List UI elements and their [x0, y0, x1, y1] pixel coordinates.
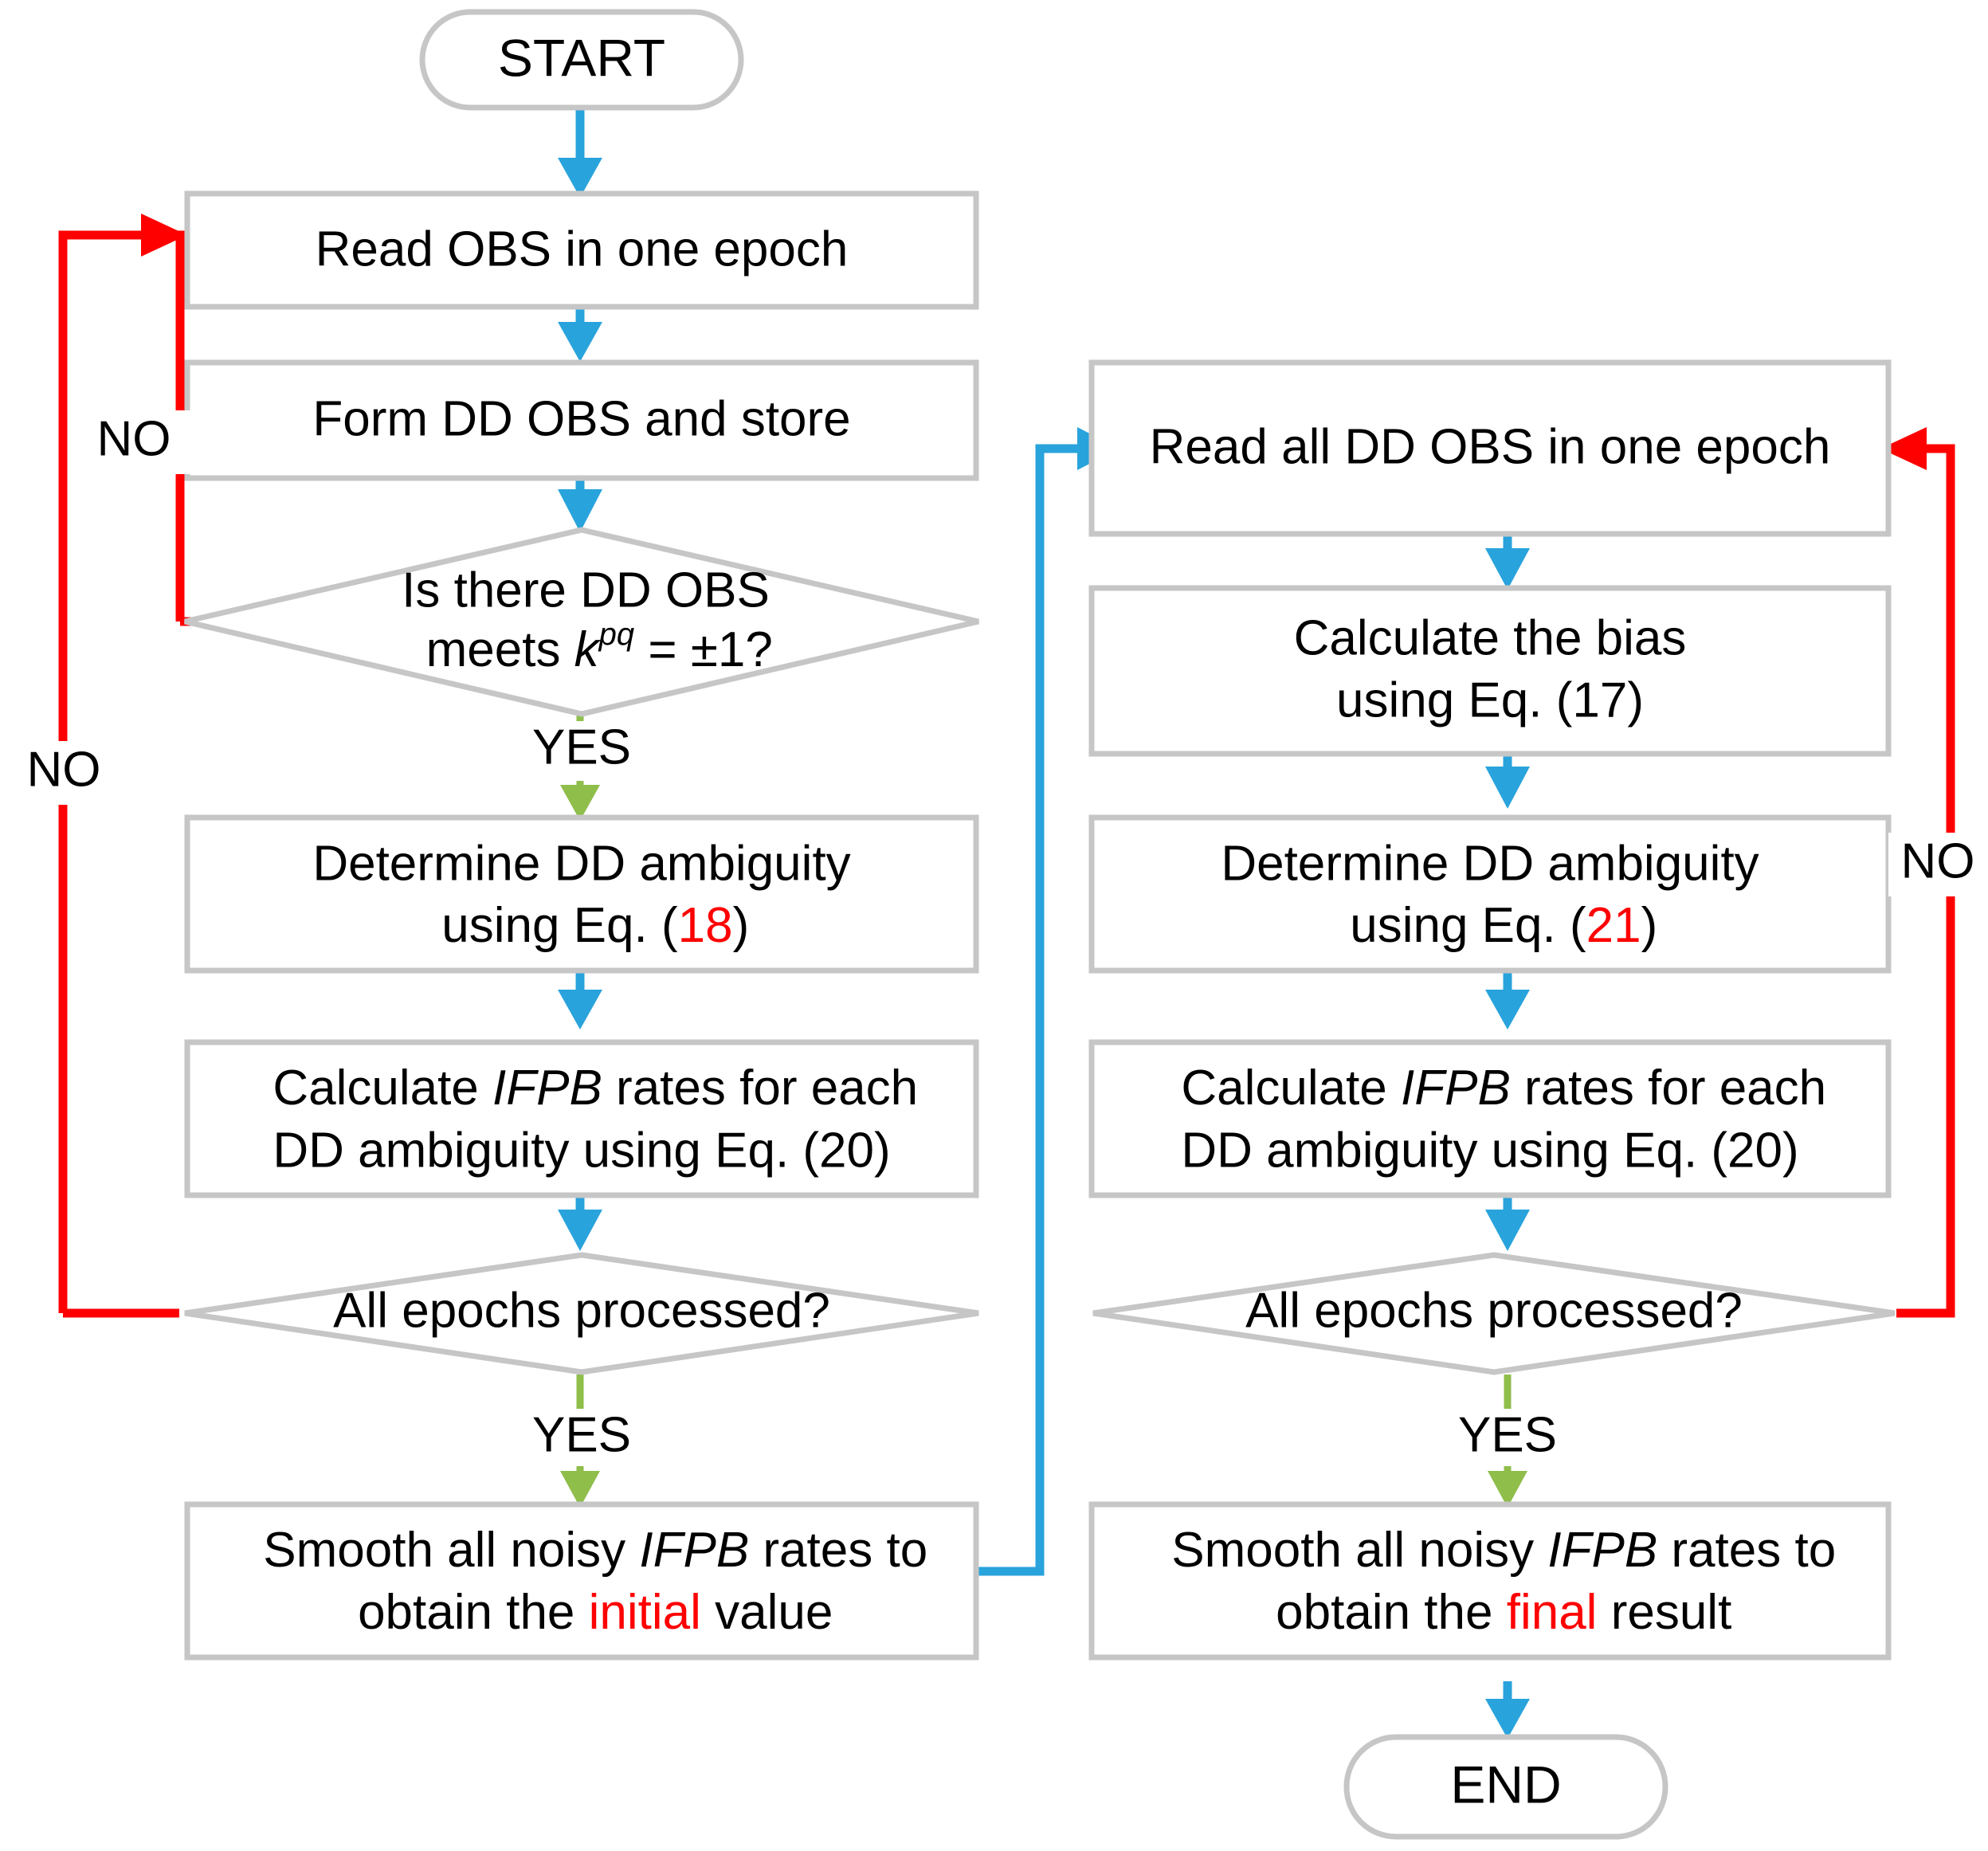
edge-det21-to-calc-right [1485, 969, 1530, 1029]
label-no-3: NO [1901, 833, 1975, 888]
calc-left-ifpb: IFPB [492, 1061, 602, 1116]
calc-left-pre: Calculate [273, 1061, 492, 1116]
edge-label-no-check-dd: NO [78, 410, 206, 474]
det18-pre: using Eq. ( [441, 898, 678, 953]
edge-label-no-all-epochs-left: NO [8, 741, 139, 805]
edge-calc-right-to-allepochs-right [1485, 1195, 1530, 1251]
edge-read-all-dd-to-calc-bias [1485, 535, 1530, 590]
node-smooth-initial-line1: Smooth all noisy IFPB rates to [167, 1523, 997, 1578]
smooth-final-l2pre: obtain the [1276, 1585, 1507, 1640]
label-yes-2: YES [532, 1407, 631, 1462]
edge-label-yes-check-dd: YES [532, 720, 631, 775]
edge-label-yes-all-epochs-right: YES [1458, 1407, 1557, 1462]
label-yes-1: YES [532, 720, 631, 775]
edge-allepochs-left-no-loop [58, 230, 179, 1318]
node-calc-ifpb-right[interactable]: Calculate IFPB rates for each DD ambigui… [1085, 1039, 1896, 1198]
node-end-label: END [1450, 1755, 1561, 1814]
node-all-epochs-right-label: All epochs processed? [1245, 1283, 1743, 1338]
node-determine-amb-18[interactable]: Determine DD ambiguity using Eq. (18) [184, 814, 979, 974]
node-read-all-dd[interactable]: Read all DD OBS in one epoch [1088, 359, 1892, 537]
smooth-initial-l2pre: obtain the [358, 1585, 589, 1640]
check-dd-sup: pq [598, 617, 635, 652]
node-calc-bias[interactable]: Calculate the bias using Eq. (17) [1088, 585, 1892, 757]
node-calc-right-line2: DD ambiguity using Eq. (20) [1181, 1123, 1798, 1178]
edge-label-no-all-epochs-right: NO [1888, 833, 1988, 896]
node-start-label: START [498, 28, 665, 87]
node-read-all-dd-label: Read all DD OBS in one epoch [1150, 419, 1831, 474]
node-smooth-final[interactable]: Smooth all noisy IFPB rates to obtain th… [1076, 1501, 1905, 1661]
det18-post: ) [733, 898, 750, 953]
node-det21-line2: using Eq. (21) [1254, 898, 1727, 953]
node-all-epochs-left[interactable]: All epochs processed? [184, 1252, 979, 1375]
node-smooth-initial[interactable]: Smooth all noisy IFPB rates to obtain th… [167, 1501, 997, 1661]
node-all-epochs-right[interactable]: All epochs processed? [1092, 1252, 1896, 1375]
calc-right-post: rates for each [1511, 1061, 1826, 1116]
smooth-final-highlight: final [1507, 1585, 1598, 1640]
node-calc-right-line1: Calculate IFPB rates for each [1085, 1061, 1896, 1116]
label-no-2: NO [27, 742, 101, 797]
node-smooth-final-line1: Smooth all noisy IFPB rates to [1076, 1523, 1905, 1578]
edge-allepochs-left-yes [560, 1375, 600, 1508]
smooth-initial-l2post: value [701, 1585, 833, 1640]
smooth-final-post: rates to [1657, 1523, 1836, 1578]
node-calc-bias-line1: Calculate the bias [1294, 610, 1687, 665]
smooth-final-pre: Smooth all noisy [1171, 1523, 1547, 1578]
calc-right-ifpb: IFPB [1401, 1061, 1511, 1116]
node-calc-left-line1: Calculate IFPB rates for each [177, 1061, 987, 1116]
node-calc-left-line2: DD ambiguity using Eq. (20) [273, 1123, 890, 1178]
node-calc-ifpb-left[interactable]: Calculate IFPB rates for each DD ambigui… [177, 1039, 987, 1198]
calc-left-post: rates for each [602, 1061, 918, 1116]
edge-allepochs-right-yes [1488, 1375, 1527, 1508]
edge-calc-left-to-allepochs-left [558, 1195, 602, 1251]
node-determine-amb-21[interactable]: Determine DD ambiguity using Eq. (21) [1088, 814, 1892, 974]
node-check-dd-line1: Is there DD OBS [402, 563, 770, 618]
edge-read-obs-to-form-dd [558, 305, 602, 362]
det21-pre: using Eq. ( [1350, 898, 1586, 953]
calc-right-pre: Calculate [1181, 1061, 1401, 1116]
smooth-initial-ifpb: IFPB [639, 1523, 749, 1578]
label-no-1: NO [97, 411, 171, 466]
node-check-dd-line2: meets kpq = ±1? [330, 617, 841, 678]
node-calc-bias-line2: using Eq. (17) [1336, 673, 1644, 727]
check-dd-var: k [574, 622, 602, 677]
edge-label-yes-all-epochs-left: YES [532, 1407, 631, 1462]
smooth-final-l2post: result [1597, 1585, 1731, 1640]
label-yes-3: YES [1458, 1407, 1557, 1462]
edge-det18-to-calc-left [558, 969, 602, 1029]
check-dd-line2-post: = ±1? [634, 622, 773, 677]
node-end[interactable]: END [1343, 1734, 1668, 1840]
smooth-initial-pre: Smooth all noisy [263, 1523, 639, 1578]
edge-calc-bias-to-det21 [1485, 753, 1530, 809]
node-det18-line1: Determine DD ambiguity [312, 836, 850, 891]
node-check-dd[interactable]: Is there DD OBS meets kpq = ±1? [184, 527, 979, 717]
smooth-initial-highlight: initial [589, 1585, 701, 1640]
check-dd-line2-pre: meets [426, 622, 574, 677]
red-arrowhead-into-read-obs [141, 214, 187, 257]
node-smooth-final-line2: obtain the final result [1180, 1585, 1801, 1640]
smooth-final-ifpb: IFPB [1547, 1523, 1657, 1578]
node-form-dd[interactable]: Form DD OBS and store [184, 359, 979, 481]
det21-post: ) [1641, 898, 1658, 953]
node-form-dd-label: Form DD OBS and store [312, 391, 850, 446]
node-det18-line2: using Eq. (18) [346, 898, 818, 953]
node-smooth-initial-line2: obtain the initial value [261, 1585, 901, 1640]
det21-eqnum: 21 [1586, 898, 1641, 953]
node-all-epochs-left-label: All epochs processed? [333, 1283, 830, 1338]
edge-form-dd-to-check-dd [558, 478, 602, 532]
node-start[interactable]: START [419, 9, 744, 111]
node-read-obs[interactable]: Read OBS in one epoch [184, 190, 979, 310]
node-det21-line1: Determine DD ambiguity [1221, 836, 1759, 891]
edge-smooth-final-to-end [1485, 1681, 1530, 1739]
smooth-initial-post: rates to [749, 1523, 927, 1578]
det18-eqnum: 18 [678, 898, 733, 953]
node-read-obs-label: Read OBS in one epoch [316, 222, 849, 276]
